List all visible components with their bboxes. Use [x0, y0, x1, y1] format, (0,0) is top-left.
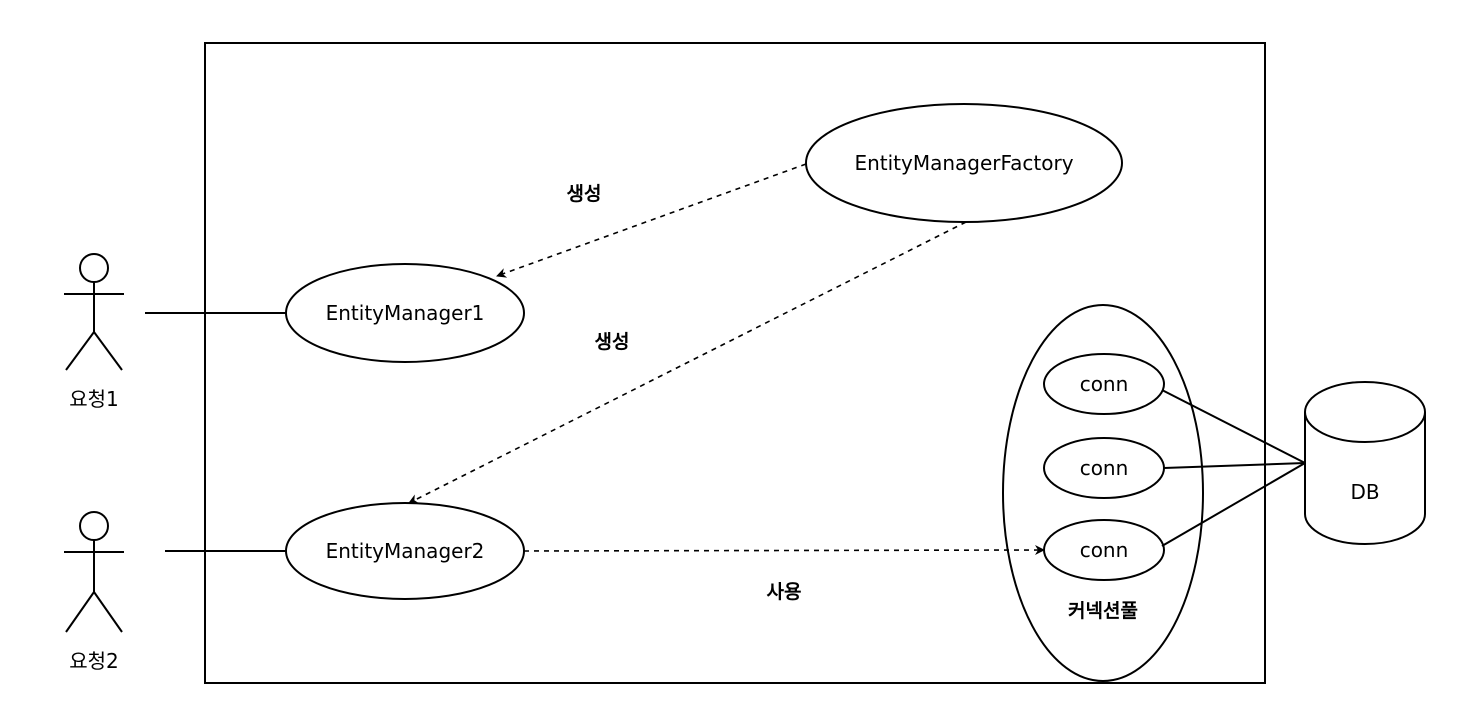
database-node: DB	[1304, 381, 1426, 545]
conn-3-label: conn	[1080, 538, 1129, 562]
actor-2-left-leg	[65, 591, 95, 633]
arrow-em2-to-conn3	[523, 545, 1045, 556]
entity-manager-factory-label: EntityManagerFactory	[854, 151, 1073, 175]
link-conn1-db	[1161, 389, 1306, 464]
entity-manager1-label: EntityManager1	[326, 301, 485, 325]
actor-1: 요청1	[64, 253, 124, 411]
actor-1-left-leg	[65, 331, 95, 371]
actor-1-head	[79, 253, 109, 283]
actor-2-right-leg	[93, 591, 123, 633]
database-cylinder-top	[1304, 381, 1426, 443]
actor-1-label: 요청1	[69, 387, 119, 411]
link-conn3-db	[1161, 462, 1306, 547]
actor-1-right-leg	[93, 331, 123, 371]
arrow-factory-to-em1	[496, 163, 807, 278]
link-conn2-db	[1163, 462, 1306, 469]
actor-2-label: 요청2	[69, 649, 119, 673]
system-boundary	[204, 42, 1266, 684]
connection-pool-label: 커넥션풀	[1068, 600, 1138, 622]
database-cylinder-body	[1304, 412, 1426, 545]
entity-manager-factory-node: EntityManagerFactory	[805, 103, 1123, 223]
database-label: DB	[1350, 480, 1379, 504]
conn-2-label: conn	[1080, 456, 1129, 480]
conn-node-1: conn	[1043, 353, 1165, 415]
entity-manager2-node: EntityManager2	[285, 502, 525, 600]
entity-manager-factory-ellipse	[805, 103, 1123, 223]
conn-node-3: conn	[1043, 519, 1165, 581]
edge-label-create-1: 생성	[567, 183, 602, 205]
arrow-factory-to-em2	[408, 221, 967, 504]
conn-1-label: conn	[1080, 372, 1129, 396]
entity-manager1-node: EntityManager1	[285, 263, 525, 363]
entity-manager1-ellipse	[285, 263, 525, 363]
conn-node-2: conn	[1043, 437, 1165, 499]
edge-label-use: 사용	[767, 581, 802, 603]
entity-manager2-label: EntityManager2	[326, 539, 485, 563]
conn-1-ellipse	[1043, 353, 1165, 415]
edge-label-create-2: 생성	[595, 331, 630, 353]
actor-2: 요청2	[64, 511, 124, 673]
actor-2-head	[79, 511, 109, 541]
